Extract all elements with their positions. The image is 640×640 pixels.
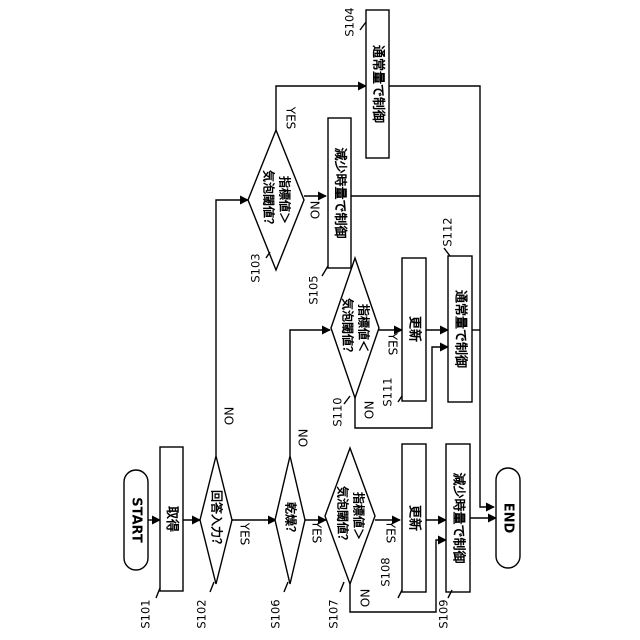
step-id-s106: S106: [269, 599, 283, 628]
process-s104-text: 通常量で制御: [370, 45, 386, 123]
process-s105-text: 減少時量で制御: [332, 147, 348, 238]
s107-no-label: NO: [358, 589, 372, 607]
process-s105: 減少時量で制御: [328, 118, 351, 268]
s103-no-label: NO: [308, 201, 322, 219]
process-s109: 減少時量で制御: [446, 444, 470, 592]
start-terminal: START: [124, 470, 148, 570]
step-id-s103: S103: [249, 253, 263, 282]
decision-s103: 指標値＞ 気泡閾値？: [248, 130, 304, 270]
end-terminal: END: [496, 468, 520, 568]
step-id-s111: S111: [381, 377, 395, 406]
process-s111: 更新: [402, 258, 426, 401]
step-id-s110: S110: [331, 397, 345, 426]
decision-s103-line2: 気泡閾値？: [262, 170, 277, 230]
s110-no-label: NO: [362, 401, 376, 419]
process-s109-text: 減少時量で制御: [451, 472, 467, 563]
decision-s102-text: 回答入力？: [210, 490, 225, 550]
process-s101: 取得: [160, 447, 183, 591]
step-id-s104: S104: [343, 7, 357, 36]
end-label: END: [501, 503, 516, 534]
process-s108: 更新: [402, 444, 426, 592]
decision-s110-line2: 気泡閾値？: [341, 298, 356, 358]
s102-no-label: NO: [222, 407, 236, 425]
step-id-s107: S107: [327, 599, 341, 628]
process-s111-text: 更新: [407, 316, 423, 342]
s103-yes-label: YES: [284, 106, 298, 130]
decision-s103-line1: 指標値＞: [278, 176, 293, 224]
step-id-s105: S105: [307, 275, 321, 304]
s107-yes-label: YES: [384, 520, 398, 544]
process-s104: 通常量で制御: [366, 10, 389, 158]
s102-yes-label: YES: [238, 522, 252, 546]
step-id-s112: S112: [441, 217, 455, 246]
step-id-s101: S101: [139, 599, 153, 628]
start-label: START: [129, 497, 144, 543]
decision-s107-line2: 気泡閾値？: [336, 486, 351, 546]
s106-no-label: NO: [296, 429, 310, 447]
s106-yes-label: YES: [310, 520, 324, 544]
decision-s107: 指標値＞ 気泡閾値？: [325, 448, 375, 584]
step-id-s102: S102: [195, 599, 209, 628]
branch-labels: YES NO YES NO YES NO YES NO YES NO: [222, 106, 400, 607]
decision-s102: 回答入力？: [200, 456, 232, 584]
s110-yes-label: YES: [386, 332, 400, 356]
step-id-s108: S108: [379, 557, 393, 586]
decision-s110: 指標値＜ 気泡閾値？: [331, 258, 379, 398]
decision-s106-text: 乾燥？: [284, 502, 299, 538]
process-s112-text: 通常量で制御: [453, 290, 469, 368]
process-s108-text: 更新: [407, 505, 423, 531]
decision-s110-line1: 指標値＜: [357, 304, 372, 352]
decision-s106: 乾燥？: [275, 456, 305, 584]
step-id-s109: S109: [437, 599, 451, 628]
process-s112: 通常量で制御: [448, 256, 472, 402]
decision-s107-line1: 指標値＞: [352, 492, 367, 540]
process-s101-text: 取得: [164, 506, 180, 532]
